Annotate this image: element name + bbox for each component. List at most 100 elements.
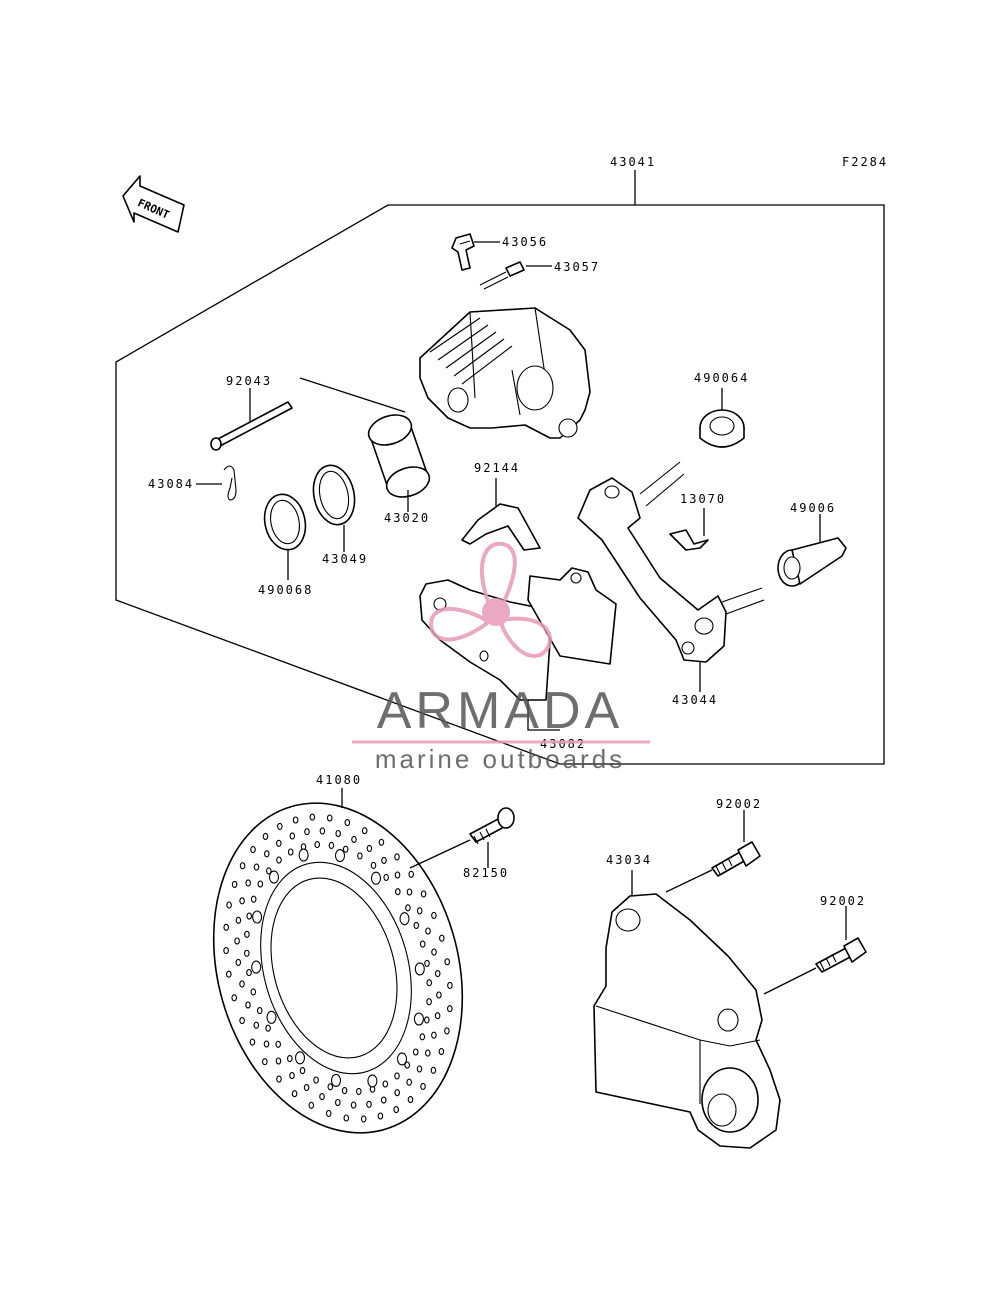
armada-logo: ARMADA marine outboards — [352, 541, 650, 774]
disc-hole — [419, 1033, 426, 1041]
disc-hole — [294, 1051, 306, 1065]
disc-hole — [434, 970, 441, 978]
disc-hole — [234, 937, 240, 945]
disc-hole — [330, 1073, 342, 1087]
disc-hole — [444, 958, 451, 966]
label-43020: 43020 — [384, 511, 430, 525]
disc-hole — [406, 888, 413, 896]
disc-hole — [355, 1087, 362, 1095]
disc-hole — [438, 1048, 445, 1056]
disc-hole — [343, 1114, 350, 1122]
disc-hole — [426, 979, 433, 987]
disc-hole — [334, 849, 346, 863]
label-49006: 49006 — [790, 501, 836, 515]
disc-hole — [268, 870, 280, 884]
disc-hole — [308, 1101, 315, 1109]
disc-hole — [239, 897, 245, 905]
disc-hole — [276, 856, 282, 864]
disc-hole — [335, 829, 342, 838]
disc-hole — [253, 863, 260, 871]
disc-hole — [251, 960, 262, 974]
disc-hole — [263, 850, 270, 858]
disc-hole — [246, 969, 252, 977]
disc-hole — [244, 930, 250, 938]
disc-hole — [298, 848, 309, 862]
disc-hole — [314, 841, 321, 849]
brake-disc — [212, 788, 464, 1134]
disc-hole — [341, 1087, 348, 1095]
disc-hole — [351, 835, 357, 843]
disc-hole — [289, 1072, 295, 1080]
disc-hole — [405, 904, 411, 912]
disc-hole — [250, 988, 257, 996]
disc-hole — [414, 962, 425, 976]
disc-hole — [434, 1012, 441, 1020]
disc-hole — [377, 1112, 384, 1120]
r-clip — [196, 465, 237, 501]
disc-hole — [383, 873, 390, 881]
bleeder-valve — [451, 233, 500, 271]
disc-hole — [420, 890, 427, 898]
disc-hole — [244, 949, 250, 957]
disc-hole — [252, 910, 263, 924]
disc-hole — [319, 827, 326, 835]
disc-hole — [393, 1106, 400, 1114]
figure-code: F2284 — [842, 155, 888, 169]
disc-hole — [413, 921, 420, 929]
disc-hole — [256, 1007, 263, 1015]
disc-hole — [344, 819, 351, 827]
disc-hole — [327, 1083, 334, 1091]
disc-hole — [367, 1074, 378, 1088]
watermark-tagline: marine outboards — [375, 744, 625, 774]
disc-hole — [266, 1010, 277, 1024]
disc-hole — [246, 912, 252, 920]
disc-hole — [416, 1065, 423, 1073]
disc-hole — [399, 912, 410, 926]
disc-hole — [223, 923, 229, 931]
disc-hole — [226, 901, 232, 909]
label-43041: 43041 — [610, 155, 656, 169]
disc-hole — [382, 1080, 389, 1088]
disc-hole — [313, 1076, 319, 1084]
disc-hole — [438, 934, 445, 942]
disc-hole — [381, 856, 387, 864]
disc-hole — [309, 813, 316, 821]
disc-hole — [245, 1001, 251, 1009]
label-13070: 13070 — [680, 492, 726, 506]
disc-hole — [361, 827, 368, 835]
disc-hole — [334, 1098, 341, 1107]
label-43084: 43084 — [148, 477, 194, 491]
bracket-bolt-lower — [763, 906, 867, 995]
disc-hole — [239, 980, 245, 988]
disc-hole — [408, 870, 415, 878]
disc-hole — [287, 848, 294, 856]
disc-hole — [407, 1096, 414, 1104]
label-92144: 92144 — [474, 461, 520, 475]
dust-seal — [312, 464, 356, 552]
assembly-outline — [115, 204, 885, 765]
label-43056: 43056 — [502, 235, 548, 249]
disc-hole — [394, 871, 401, 879]
label-43049: 43049 — [322, 552, 368, 566]
slide-pin — [777, 514, 847, 587]
caliper-bracket — [577, 461, 765, 692]
label-41080: 41080 — [316, 773, 362, 787]
disc-hole — [416, 907, 423, 915]
disc-hole — [231, 880, 238, 888]
disc-hole — [350, 1101, 357, 1109]
disc-hole — [431, 911, 437, 919]
piston — [367, 414, 431, 512]
disc-hole — [444, 1027, 450, 1035]
pad-spring — [461, 478, 541, 551]
disc-hole — [430, 1066, 437, 1074]
disc-hole — [406, 1078, 413, 1086]
disc-hole — [303, 1084, 310, 1092]
piston-seal — [263, 493, 307, 580]
disc-hole — [380, 1096, 387, 1104]
disc-hole — [394, 888, 401, 896]
propeller-logo-icon — [429, 541, 552, 658]
disc-hole — [342, 845, 349, 853]
disc-hole — [396, 1052, 408, 1066]
disc-hole — [263, 1040, 270, 1048]
disc-hole — [226, 970, 232, 978]
